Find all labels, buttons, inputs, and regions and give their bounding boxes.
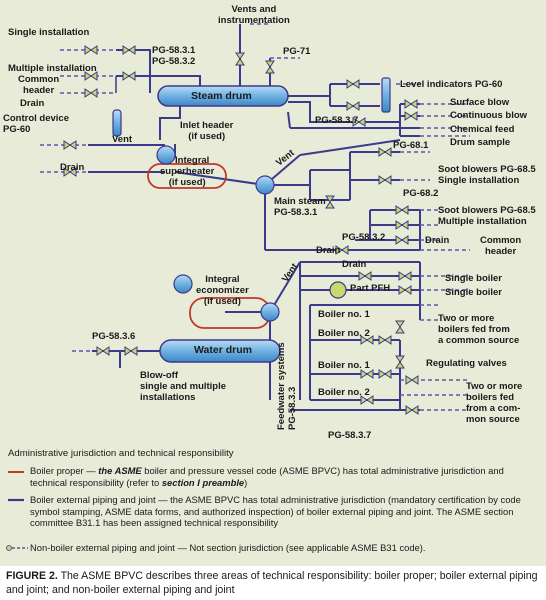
label-level-indicators: Level indicators PG-60 xyxy=(400,79,503,90)
figure-label: FIGURE 2. xyxy=(6,570,58,582)
label-two-or-more-common: Two or more boilers fed from a common so… xyxy=(438,313,520,346)
label-drain-left: Drain xyxy=(20,98,45,109)
pump-circle xyxy=(329,281,347,299)
label-blow-off: Blow-off single and multiple installatio… xyxy=(140,370,227,403)
legend-boiler-proper: Boiler proper — the ASME boiler and pres… xyxy=(30,465,535,488)
legend-external-piping: Boiler external piping and joint — the A… xyxy=(30,494,521,528)
label-soot-blowers-multiple: Soot blowers PG-68.5 Multiple installati… xyxy=(438,205,536,227)
label-pg5837-bottom: PG-58.3.7 xyxy=(328,430,372,441)
legend-non-boiler: Non-boiler external piping and joint — N… xyxy=(30,542,426,553)
label-continuous-blow: Continuous blow xyxy=(450,110,528,121)
label-pg5837-top: PG-58.3.7 xyxy=(315,115,359,126)
label-main-steam: Main steam PG-58.3.1 xyxy=(274,196,326,218)
economizer-inlet-circle xyxy=(173,274,193,294)
label-pg71: PG-71 xyxy=(283,46,311,57)
label-two-or-more-common-b: Two or more boilers fed from a com- mon … xyxy=(466,381,523,425)
label-drain-right: Drain xyxy=(425,235,450,246)
label-pg682: PG-68.2 xyxy=(403,188,439,199)
label-pg5832: PG-58.3.2 xyxy=(342,232,386,243)
label-control-device: Control device PG-60 xyxy=(3,113,69,135)
label-regulating-valves: Regulating valves xyxy=(426,358,507,369)
steam-drum-group xyxy=(115,24,420,158)
label-boiler-no2-b: Boiler no. 2 xyxy=(318,387,370,398)
legend-title: Administrative jurisdiction and technica… xyxy=(8,448,234,459)
label-common-header-left: Common header xyxy=(18,74,60,96)
label-integral: Integral xyxy=(175,155,210,166)
label-common-header-right: Common header xyxy=(480,235,522,257)
label-single-installation-top: Single installation xyxy=(8,27,90,38)
economizer-outlet-circle xyxy=(260,302,280,322)
control-device-vessel xyxy=(112,109,122,137)
label-water-drum: Water drum xyxy=(194,344,252,356)
legend-boiler-proper-italic2: section I preamble xyxy=(161,476,245,488)
label-integral-economizer: Integral economizer (if used) xyxy=(196,274,249,307)
figure-caption: FIGURE 2. The ASME BPVC describes three … xyxy=(6,569,542,597)
inlet-header-circle xyxy=(156,145,176,165)
label-multiple-installation: Multiple installation xyxy=(8,63,97,74)
outlet-header-circle xyxy=(255,175,275,195)
label-feedwater: Feedwater systems PG-58.3.3 xyxy=(276,342,298,430)
label-drain-economizer: Drain xyxy=(342,259,367,270)
label-boiler-no2-a: Boiler no. 2 xyxy=(318,328,370,339)
label-inlet-header: Inlet header (if used) xyxy=(180,120,234,142)
legend-boiler-proper-italic: the ASME xyxy=(98,465,142,476)
label-part-pfh: Part PFH xyxy=(350,283,391,294)
label-drain-superheater: Drain xyxy=(60,162,85,173)
label-chemical-feed: Chemical feed xyxy=(450,124,515,135)
water-drum-group xyxy=(72,339,281,368)
label-drum-sample: Drum sample xyxy=(450,137,511,148)
label-single-boiler-2: Single boiler xyxy=(445,287,503,298)
superheater-outline xyxy=(147,163,227,189)
label-pg681: PG-68.1 xyxy=(393,140,429,151)
label-pg5831-5832: PG-58.3.1 PG-58.3.2 xyxy=(152,45,196,67)
label-boiler-no1-b: Boiler no. 1 xyxy=(318,360,370,371)
legend-boiler-proper-prefix: Boiler proper — xyxy=(30,465,99,476)
non-boiler-lines-feedwater xyxy=(400,275,470,411)
figure-caption-text: The ASME BPVC describes three areas of t… xyxy=(6,570,538,596)
label-superheater: superheater (if used) xyxy=(160,166,215,188)
label-boiler-no1-a: Boiler no. 1 xyxy=(318,309,370,320)
label-vents-instrumentation: Vents and instrumentation xyxy=(218,4,290,26)
label-steam-drum: Steam drum xyxy=(191,90,252,102)
label-surface-blow: Surface blow xyxy=(450,97,510,108)
label-pg5836: PG-58.3.6 xyxy=(92,331,136,342)
legend-samples xyxy=(6,471,28,551)
label-drain-mid: Drain xyxy=(316,245,341,256)
label-vent-superheater: Vent xyxy=(112,134,133,145)
label-soot-blowers-single: Soot blowers PG-68.5 Single installation xyxy=(438,164,536,186)
label-single-boiler-1: Single boiler xyxy=(445,273,503,284)
legend-boiler-proper-rest: boiler and pressure vessel code (ASME BP… xyxy=(30,465,504,488)
legend-boiler-proper-end: ) xyxy=(244,476,248,488)
piping-diagram xyxy=(6,23,470,551)
